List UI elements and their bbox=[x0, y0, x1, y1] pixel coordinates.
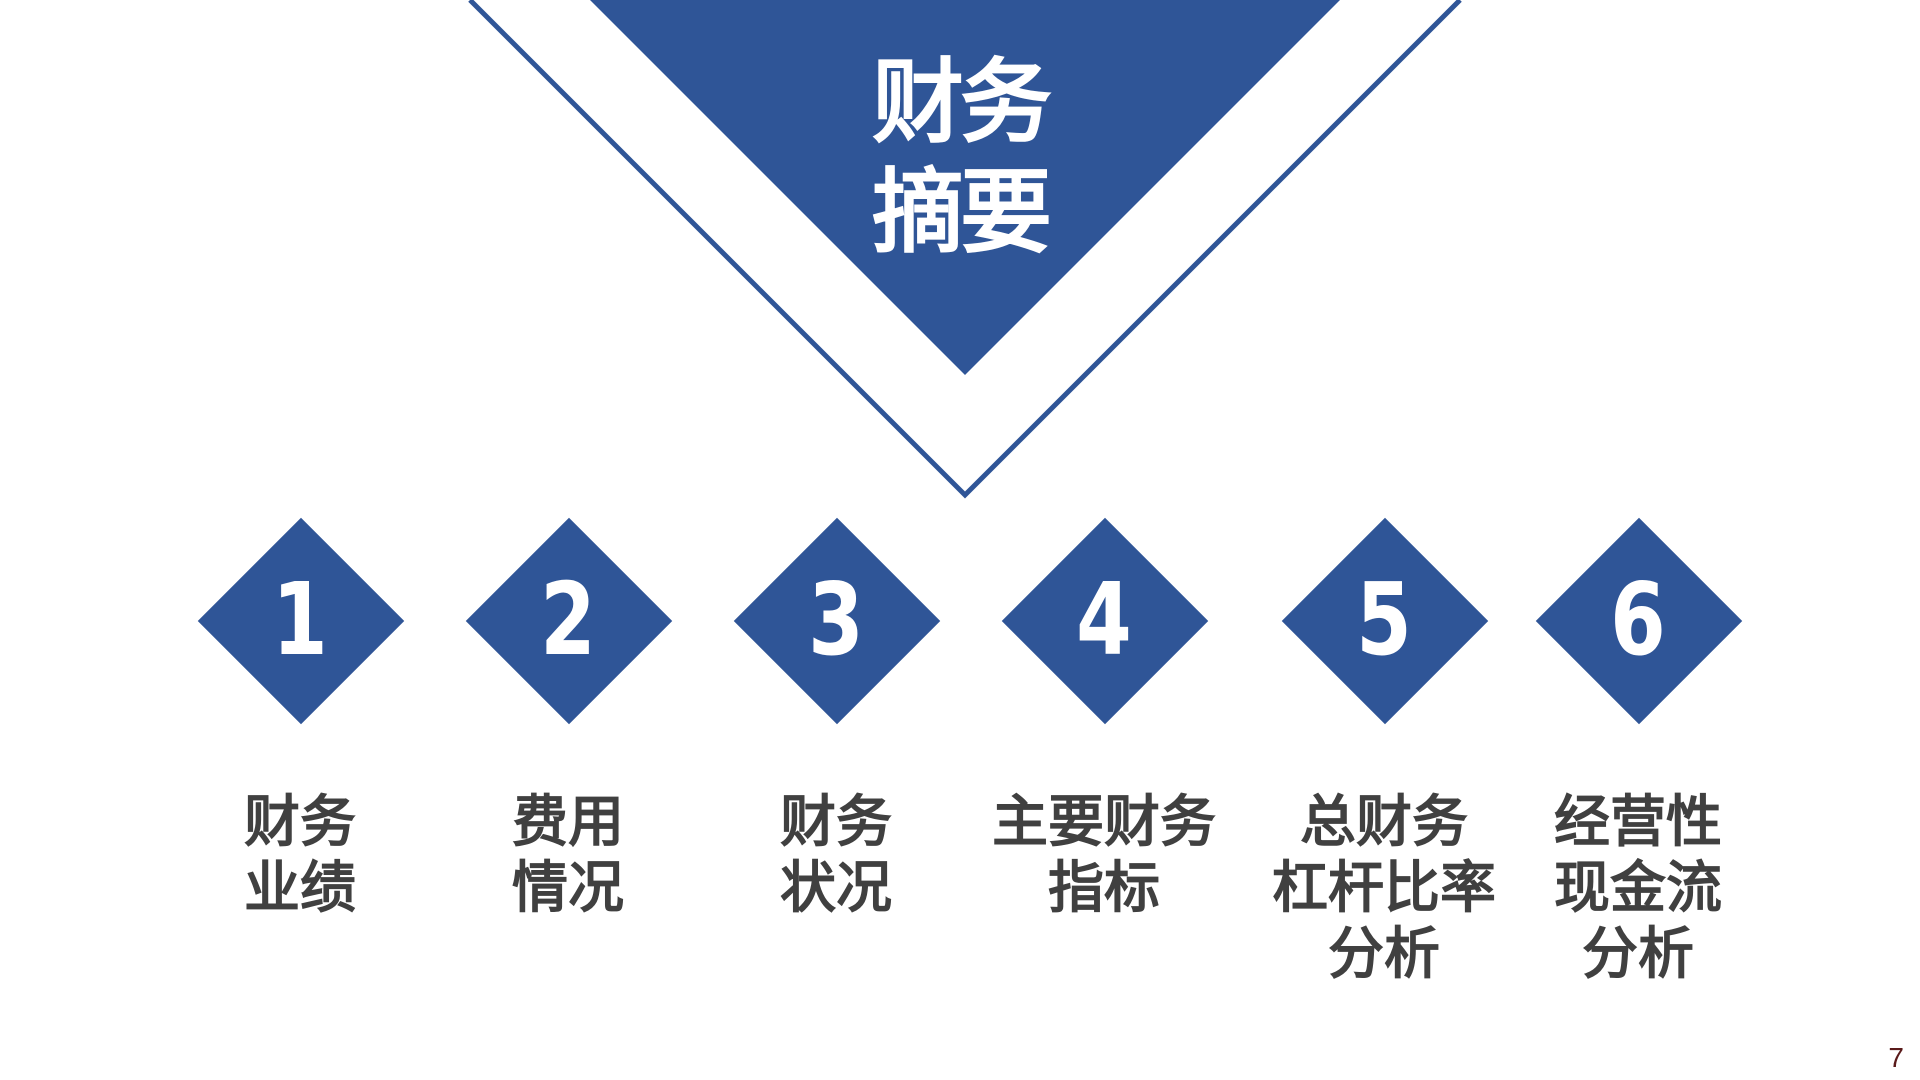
agenda-label: 经营性 现金流 分析 bbox=[1488, 790, 1788, 988]
agenda-label: 费用 情况 bbox=[418, 790, 718, 922]
agenda-number: 6 bbox=[1610, 561, 1666, 678]
agenda-label-line: 主要财务 bbox=[992, 790, 1216, 855]
agenda-number: 2 bbox=[540, 561, 596, 678]
agenda-label-line: 状况 bbox=[780, 856, 892, 921]
agenda-label-line: 分析 bbox=[1582, 922, 1694, 987]
agenda-item-5[interactable]: 5 总财务 杠杆比率 分析 bbox=[1234, 517, 1534, 1000]
agenda-label: 财务 业绩 bbox=[150, 790, 450, 922]
agenda-item-3[interactable]: 3 财务 状况 bbox=[686, 517, 986, 1000]
agenda-item-4[interactable]: 4 主要财务 指标 bbox=[954, 517, 1254, 1000]
agenda-label-line: 现金流 bbox=[1554, 856, 1722, 921]
page-number: 7 bbox=[1888, 1042, 1904, 1073]
section-title-line-2: 摘要 bbox=[871, 159, 1052, 266]
agenda-label: 总财务 杠杆比率 分析 bbox=[1234, 790, 1534, 988]
agenda-number: 1 bbox=[272, 561, 328, 678]
agenda-item-1[interactable]: 1 财务 业绩 bbox=[150, 517, 450, 1000]
agenda-label-line: 经营性 bbox=[1554, 790, 1722, 855]
agenda-label-line: 业绩 bbox=[244, 856, 356, 921]
agenda-label-line: 情况 bbox=[512, 856, 624, 921]
agenda-label-line: 总财务 bbox=[1300, 790, 1468, 855]
agenda-label-line: 分析 bbox=[1328, 922, 1440, 987]
outer-chevron-outline bbox=[468, 0, 1462, 499]
section-title: 财务 摘要 bbox=[860, 48, 1060, 268]
agenda-label-line: 财务 bbox=[244, 790, 356, 855]
agenda-number: 4 bbox=[1076, 561, 1132, 678]
agenda-label: 财务 状况 bbox=[686, 790, 986, 922]
agenda-label: 主要财务 指标 bbox=[954, 790, 1254, 922]
agenda-item-2[interactable]: 2 费用 情况 bbox=[418, 517, 718, 1000]
agenda-item-6[interactable]: 6 经营性 现金流 分析 bbox=[1488, 517, 1788, 1000]
agenda-label-line: 杠杆比率 bbox=[1272, 856, 1496, 921]
agenda-number: 5 bbox=[1356, 561, 1412, 678]
agenda-label-line: 财务 bbox=[780, 790, 892, 855]
section-title-line-1: 财务 bbox=[871, 49, 1052, 156]
agenda-label-line: 指标 bbox=[1048, 856, 1160, 921]
agenda-number: 3 bbox=[808, 561, 864, 678]
inner-chevron-triangle bbox=[590, 0, 1340, 375]
agenda-label-line: 费用 bbox=[512, 790, 624, 855]
